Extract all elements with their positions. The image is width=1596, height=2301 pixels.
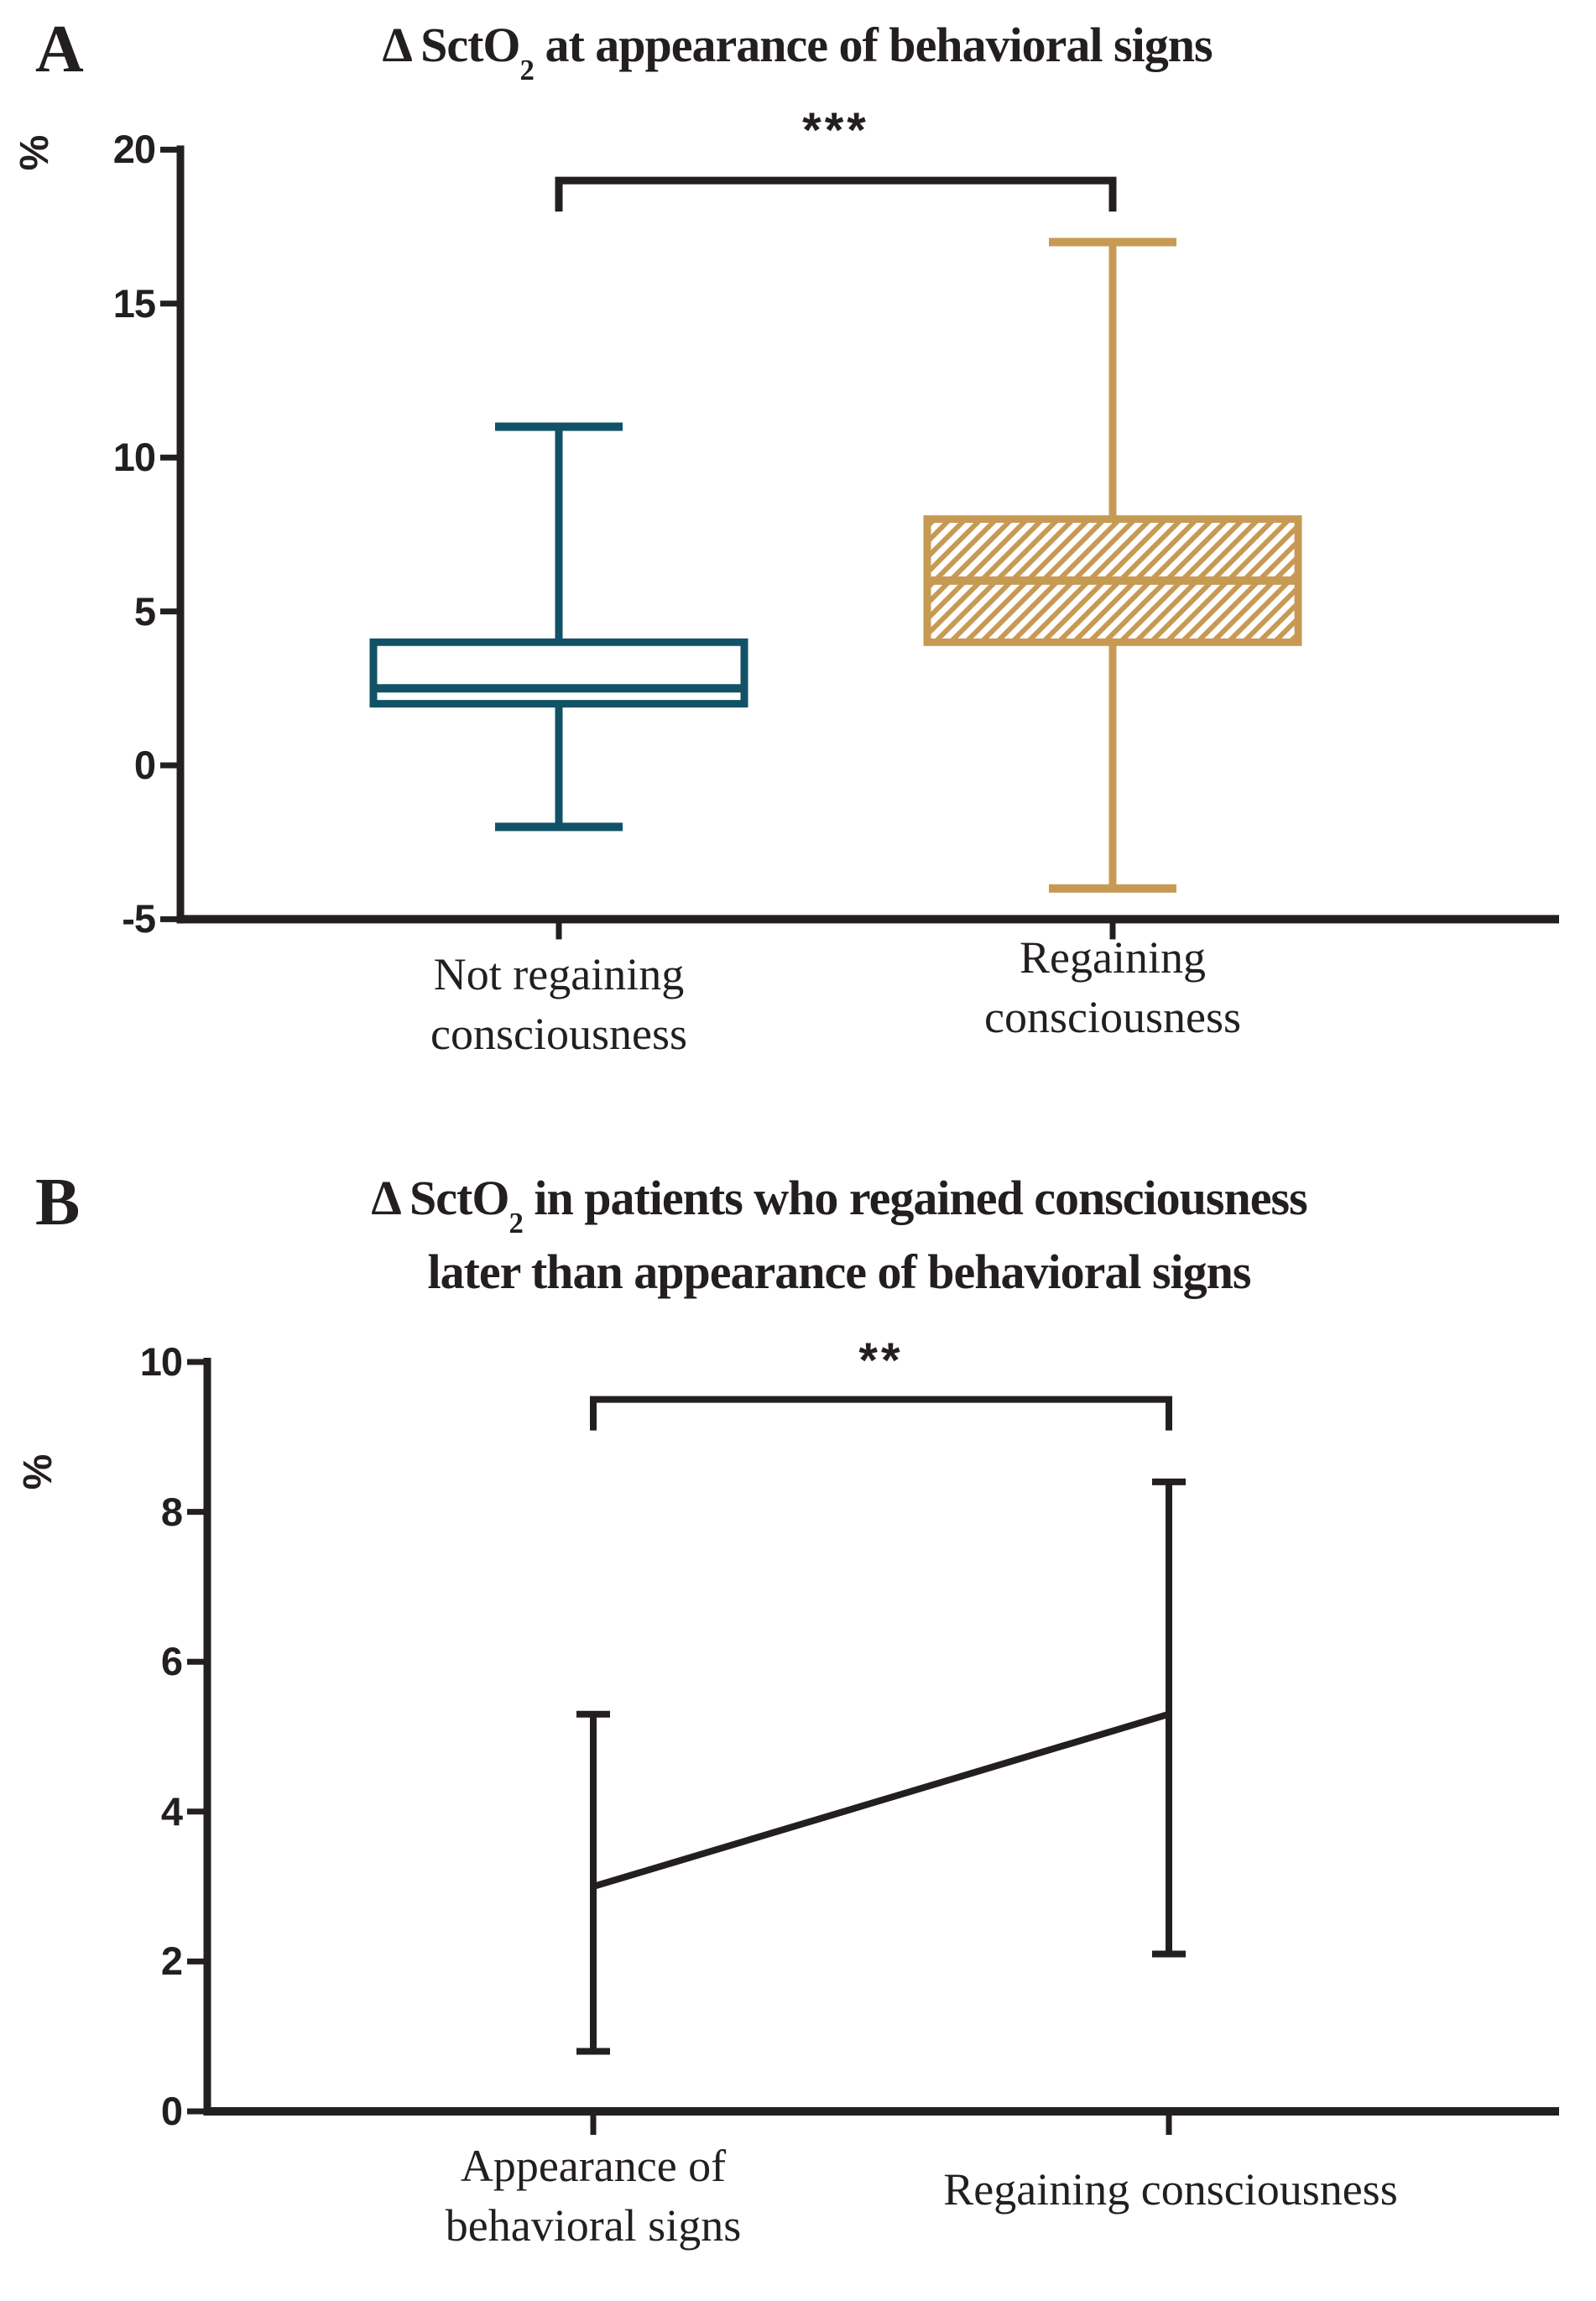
panel-a-category-label-2: Regaining consciousness [984, 932, 1241, 1043]
panel-a-y-tick-label: 15 [112, 280, 156, 326]
panel-b-letter: B [35, 1166, 81, 1239]
panel-a-significance-stars: *** [802, 103, 869, 158]
panel-b-title-subscript: 2 [509, 1207, 523, 1240]
panel-a-category-label-1: Not regaining consciousness [430, 949, 687, 1060]
panel-b-y-tick-label: 10 [139, 1339, 183, 1384]
panel-a-y-tick-label: 10 [112, 435, 156, 480]
panel-b-category-label-2: Regaining consciousness [943, 2164, 1398, 2215]
panel-b-category-label-1: Appearance of behavioral signs [445, 2141, 742, 2251]
panel-a-significance-bracket [555, 176, 1117, 212]
panel-b-y-tick-label: 4 [160, 1788, 183, 1834]
panel-b-significance-bracket [590, 1396, 1172, 1431]
panel-b-title-suffix: in patients who regained consciousness [522, 1171, 1307, 1225]
panel-a-title-subscript: 2 [519, 54, 535, 87]
panel-b-significance-stars: ** [858, 1333, 904, 1388]
panel-b-title-prefix: Δ SctO [371, 1171, 509, 1225]
panel-a-title-prefix: Δ SctO [382, 18, 520, 72]
panel-a-y-tick-label: -5 [122, 896, 156, 942]
panel-a-y-tick-label: 0 [133, 743, 156, 787]
panel-a-y-tick-label: 5 [133, 588, 156, 634]
panel-a-letter: A [35, 13, 84, 86]
panel-b-y-tick-label: 8 [160, 1489, 183, 1534]
panel-b-title-line1: Δ SctO2 in patients who regained conscio… [126, 1171, 1552, 1238]
panel-b-y-axis-label: % [16, 1453, 60, 1490]
mean-connecting-line [592, 1710, 1171, 1890]
panel-b-title-line2: later than appearance of behavioral sign… [427, 1244, 1252, 1299]
panel-a-y-tick-label: 20 [112, 127, 156, 172]
panel-b-y-tick-label: 0 [160, 2089, 183, 2133]
panel-a-title: Δ SctO2 at appearance of behavioral sign… [201, 18, 1393, 85]
panel-a-title-suffix: at appearance of behavioral signs [533, 18, 1213, 72]
panel-b-y-tick-label: 6 [160, 1639, 183, 1684]
panel-b-y-tick-label: 2 [160, 1938, 183, 1984]
box-iqr [369, 638, 748, 708]
